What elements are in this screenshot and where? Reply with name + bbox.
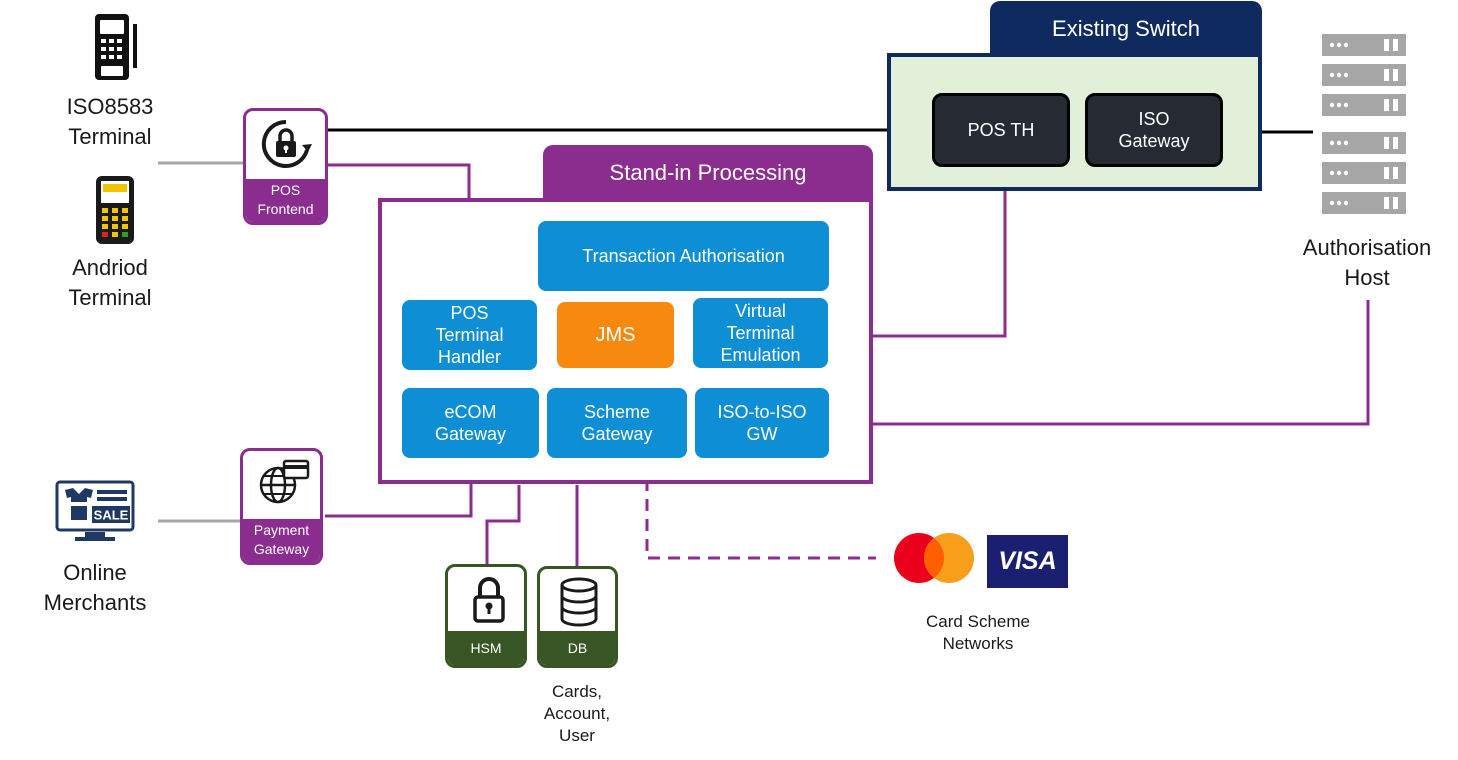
online-merchants-label: Online Merchants (43, 560, 147, 615)
virtual-terminal-emulation-box[interactable]: Virtual Terminal Emulation (693, 298, 828, 368)
hsm-card[interactable]: HSM (445, 564, 527, 668)
pos-terminal-handler-box[interactable]: POS Terminal Handler (402, 300, 537, 370)
standin-tab (543, 145, 873, 203)
visa-logo-text: VISA (998, 547, 1057, 575)
iso-to-iso-to-host-line (828, 300, 1370, 426)
standin-title: Stand-in Processing (609, 160, 807, 185)
ecom-gateway-box[interactable]: eCOM Gateway (402, 388, 539, 458)
padlock-icon (473, 577, 505, 623)
database-icon (560, 577, 598, 627)
pos-th-to-virtual-terminal-line (828, 166, 1007, 338)
iso-to-iso-gw-box[interactable]: ISO-to-ISO GW (695, 388, 829, 458)
globe-card-icon (259, 459, 310, 504)
payment-gateway-label: Payment Gateway (243, 519, 320, 562)
pos-th-box[interactable]: POS TH (932, 93, 1070, 167)
pos-frontend-card[interactable]: POS Frontend (243, 108, 328, 225)
scheme-gateway-box[interactable]: Scheme Gateway (547, 388, 687, 458)
standin-to-hsm-line (485, 485, 521, 566)
db-label: DB (540, 631, 615, 665)
pos-terminal-icon (95, 14, 137, 80)
sale-monitor-icon: SALE (55, 480, 135, 541)
mastercard-logo (894, 533, 974, 583)
existing-switch-tab (990, 1, 1262, 57)
db-note-label: Cards, Account, User (543, 682, 611, 745)
server-rack-icon (1322, 34, 1406, 214)
authorisation-host-label: Authorisation Host (1302, 235, 1432, 290)
scheme-gateway-to-networks-line (645, 459, 876, 560)
card-scheme-networks-label: Card Scheme Networks (926, 612, 1030, 653)
sale-sign-text: SALE (94, 508, 129, 523)
pos-frontend-label: POS Frontend (246, 179, 325, 222)
lock-refresh-icon (261, 119, 312, 168)
transaction-authorisation-box[interactable]: Transaction Authorisation (538, 221, 829, 291)
iso-gateway-box[interactable]: ISO Gateway (1085, 93, 1223, 167)
iso8583-terminal-label: ISO8583 Terminal (66, 94, 154, 149)
hsm-label: HSM (448, 631, 524, 665)
existing-switch-title: Existing Switch (1052, 16, 1200, 41)
visa-logo: VISA (987, 535, 1068, 588)
payment-gateway-card[interactable]: Payment Gateway (240, 448, 323, 565)
android-terminal-icon (96, 176, 134, 244)
db-card[interactable]: DB (537, 566, 618, 668)
andriod-terminal-label: Andriod Terminal (68, 255, 152, 310)
jms-box[interactable]: JMS (557, 302, 674, 368)
